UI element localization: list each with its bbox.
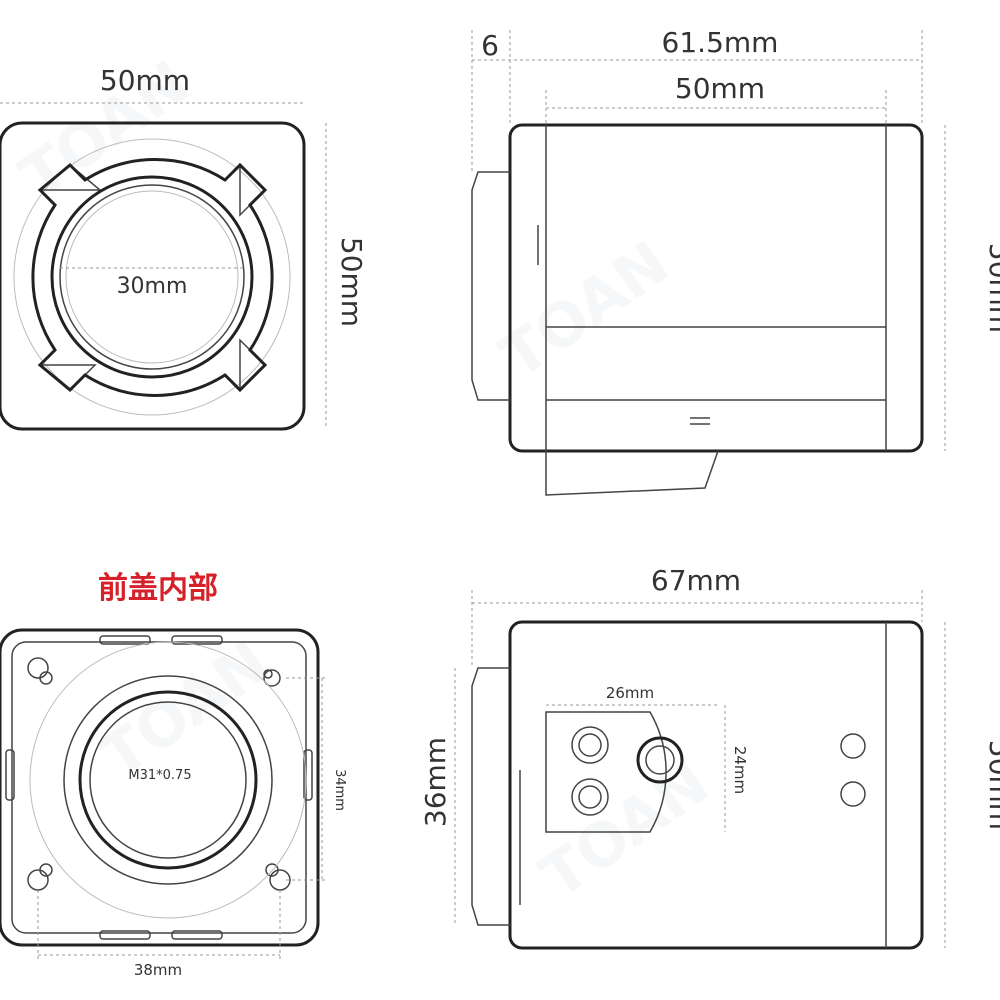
watermark-group: TOAN TOAN TOAN TOAN — [8, 48, 721, 913]
inner-horizontal-spacing-label: 38mm — [134, 961, 182, 979]
front-width-label: 50mm — [100, 64, 190, 97]
plate-screw-head — [578, 733, 602, 757]
inner-thread-label: M31*0.75 — [128, 768, 191, 783]
watermark-text: TOAN — [488, 228, 681, 393]
lens-opening — [65, 190, 239, 364]
front-view: 30mm 50mm 50mm — [0, 64, 368, 431]
bottom-lens-mount — [471, 667, 510, 926]
inner-slot — [171, 930, 223, 940]
side-offset-label: 6 — [481, 29, 499, 62]
side-body — [508, 123, 924, 453]
side-height-label: 50mm — [983, 243, 1000, 333]
side-total-length-label: 61.5mm — [662, 26, 779, 59]
bayonet-ring — [31, 158, 274, 397]
bottom-mount-width-label: 26mm — [606, 684, 654, 702]
inner-slot — [171, 635, 223, 645]
inner-slot — [5, 749, 15, 801]
tripod-socket — [636, 736, 684, 784]
mount-hole — [263, 669, 281, 687]
inner-title: 前盖内部 — [98, 571, 218, 606]
front-outer-ring — [13, 138, 291, 416]
mount-hole — [263, 669, 273, 679]
side-lens-mount — [471, 171, 510, 401]
body-screw — [840, 781, 866, 807]
mount-hole — [39, 671, 53, 685]
bottom-height-label: 36mm — [419, 737, 452, 827]
front-body — [0, 121, 306, 431]
mount-hole — [39, 863, 53, 877]
side-tripod-plate — [545, 450, 719, 496]
body-screw — [840, 733, 866, 759]
plate-screw — [571, 778, 609, 816]
front-height-label: 50mm — [335, 237, 368, 327]
bottom-length-label: 67mm — [651, 564, 741, 597]
mount-hole — [265, 863, 279, 877]
inner-opening — [89, 701, 247, 859]
inner-slot — [99, 930, 151, 940]
lens-mount-ring — [50, 175, 254, 379]
tripod-socket-inner — [645, 745, 675, 775]
bottom-mount-height-label: 24mm — [731, 746, 749, 794]
front-inner-diameter-label: 30mm — [117, 274, 188, 299]
watermark-text: TOAN — [528, 748, 721, 913]
mount-hole — [27, 657, 49, 679]
inner-slot — [303, 749, 313, 801]
side-view: 6 61.5mm 50mm 50mm — [471, 26, 1000, 496]
mount-hole — [27, 869, 49, 891]
tripod-plate — [545, 711, 667, 833]
inner-slot — [99, 635, 151, 645]
inner-mid-ring — [63, 675, 273, 885]
plate-screw — [571, 726, 609, 764]
inner-outer-ring — [29, 641, 307, 919]
inner-body — [0, 628, 320, 947]
bottom-body — [508, 620, 924, 950]
plate-screw-head — [578, 785, 602, 809]
bottom-view: 67mm 26mm 24mm 36mm 50mm — [419, 564, 1000, 950]
bottom-side-height-label: 50mm — [983, 740, 1000, 830]
inner-view: 前盖内部 M31*0.75 34mm 38mm — [0, 571, 347, 979]
lens-mount-inner-ring — [59, 184, 245, 370]
inner-thread-ring — [78, 690, 258, 870]
inner-vertical-spacing-label: 34mm — [332, 769, 347, 811]
side-body-length-label: 50mm — [675, 72, 765, 105]
